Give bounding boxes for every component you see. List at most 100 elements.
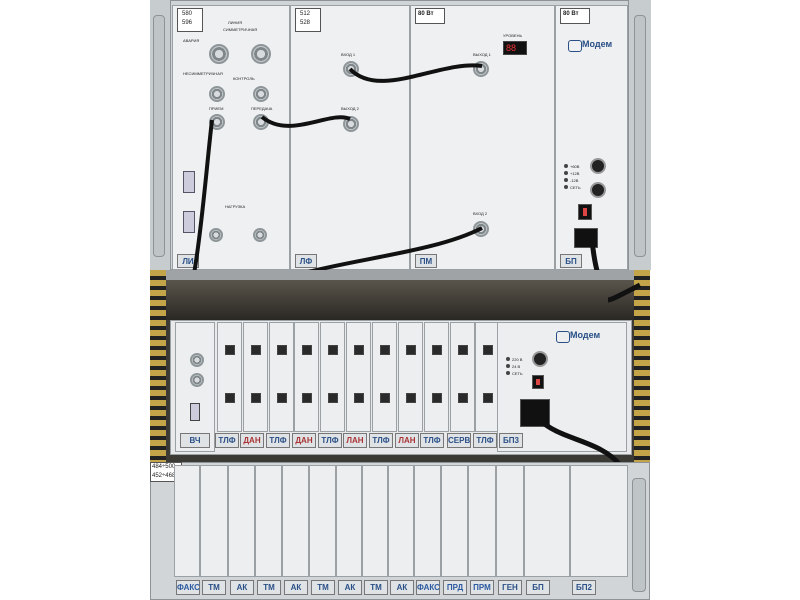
fuse-holder-1[interactable] xyxy=(590,158,606,174)
rj-port[interactable] xyxy=(406,393,416,403)
rj-port[interactable] xyxy=(225,393,235,403)
cable-li-to-lf xyxy=(260,115,351,128)
power-80vt-1: 80 Вт xyxy=(418,11,434,17)
power-box-1: 80 Вт xyxy=(415,8,445,24)
rj-port[interactable] xyxy=(458,345,468,355)
bottom-module xyxy=(282,465,309,577)
bottom-module xyxy=(441,465,468,577)
d-sub-port-2[interactable] xyxy=(183,211,195,233)
bottom-tab-label: ГЕН xyxy=(498,580,522,595)
freq-code-box-512: 512 528 xyxy=(295,8,321,32)
fuse-holder-2[interactable] xyxy=(590,182,606,198)
bottom-tab-label: ТМ xyxy=(257,580,281,595)
rj-port[interactable] xyxy=(458,393,468,403)
vch-dsub-port[interactable] xyxy=(190,403,200,421)
power-switch-mid-indicator xyxy=(536,379,540,385)
lf-panel: 512 528 ВХОД 1 ВЫХОД 2 ЛФ xyxy=(290,5,410,270)
psu-led-set xyxy=(564,185,568,189)
rj-port[interactable] xyxy=(432,393,442,403)
mid-tab-label: ЛАН xyxy=(343,433,367,448)
mid-rack-top-shelf xyxy=(166,270,634,280)
rj-port[interactable] xyxy=(432,345,442,355)
label-vyhod1: ВЫХОД 1 xyxy=(473,52,491,57)
bottom-tab-label: ТМ xyxy=(311,580,335,595)
bottom-tab-label: БП xyxy=(526,580,550,595)
line-connector-2[interactable] xyxy=(251,44,271,64)
mid-tab-label: СЕРВ xyxy=(447,433,471,448)
rj-port[interactable] xyxy=(406,345,416,355)
mid-psu-label-set: СЕТЬ xyxy=(512,371,523,376)
rj-port[interactable] xyxy=(380,345,390,355)
rj-port[interactable] xyxy=(251,345,261,355)
slot-label-lf: ЛФ xyxy=(295,254,317,268)
mid-module xyxy=(269,322,294,432)
bottom-tab-label: ПРМ xyxy=(470,580,494,595)
mid-module xyxy=(346,322,371,432)
rj-port[interactable] xyxy=(251,393,261,403)
code-484-500: 484÷500 xyxy=(152,464,176,470)
code-452-468: 452÷468 xyxy=(152,473,176,479)
mid-tab-label: ТЛФ xyxy=(369,433,393,448)
mid-rack-rail-right xyxy=(634,270,650,465)
rj-port[interactable] xyxy=(328,345,338,355)
top-rack-left-handle xyxy=(153,15,165,257)
power-switch-top[interactable] xyxy=(578,204,592,220)
d-sub-port-1[interactable] xyxy=(183,171,195,193)
label-linia: ЛИНИЯ xyxy=(228,20,243,25)
rj-port[interactable] xyxy=(302,393,312,403)
power-switch-mid[interactable] xyxy=(532,375,544,389)
mid-module xyxy=(424,322,449,432)
rj-port[interactable] xyxy=(302,345,312,355)
mid-rack-interior xyxy=(166,280,634,320)
rj-port[interactable] xyxy=(354,393,364,403)
bottom-module xyxy=(174,465,200,577)
mid-module xyxy=(372,322,397,432)
vch-connector-1[interactable] xyxy=(190,353,204,367)
psu-label-minus12v: -12В xyxy=(570,178,579,183)
label-uroven: УРОВЕНЬ xyxy=(503,33,523,38)
control-connector-1[interactable] xyxy=(209,86,225,102)
rj-port[interactable] xyxy=(225,345,235,355)
mid-psu-led-220 xyxy=(506,357,510,361)
mid-tab-label: ДАН xyxy=(240,433,264,448)
rj-port[interactable] xyxy=(354,345,364,355)
label-vhod2: ВХОД 2 xyxy=(473,211,488,216)
rj-port[interactable] xyxy=(483,393,493,403)
label-priem: ПРИЕМ xyxy=(209,106,224,111)
label-vyhod2: ВЫХОД 2 xyxy=(341,106,359,111)
control-connector-2[interactable] xyxy=(253,86,269,102)
brand-top: Модем xyxy=(582,39,613,49)
psu-label-12v: +12В xyxy=(570,171,580,176)
mid-psu-label-220: 220 В xyxy=(512,357,523,362)
load-connector-2[interactable] xyxy=(253,228,267,242)
bottom-tab-label: ПРД xyxy=(443,580,467,595)
rj-port[interactable] xyxy=(277,345,287,355)
load-connector-1[interactable] xyxy=(209,228,223,242)
bottom-module xyxy=(496,465,524,577)
bottom-module xyxy=(524,465,570,577)
rj-port[interactable] xyxy=(277,393,287,403)
cable-power-mid xyxy=(538,418,622,467)
mid-tab-label: ТЛФ xyxy=(318,433,342,448)
bottom-module xyxy=(388,465,414,577)
psu-label-60v: +60В xyxy=(570,164,580,169)
bottom-tab-label: ФАКС xyxy=(416,580,440,595)
bottom-module xyxy=(228,465,255,577)
bottom-module xyxy=(414,465,441,577)
modem-logo-mid xyxy=(556,331,570,343)
slot-label-pm: ПМ xyxy=(415,254,437,268)
cable-lf-to-pm xyxy=(348,63,483,83)
mid-psu: Модем 220 В 24 В СЕТЬ xyxy=(497,322,627,452)
code-528: 528 xyxy=(300,20,311,26)
mid-fuse-holder[interactable] xyxy=(532,351,548,367)
mid-tab-label: ТЛФ xyxy=(215,433,239,448)
vch-connector-2[interactable] xyxy=(190,373,204,387)
bottom-rack-right-handle xyxy=(632,478,646,592)
bottom-module xyxy=(570,465,628,577)
mid-tab-label: ТЛФ xyxy=(420,433,444,448)
label-nagruzka: НАГРУЗКА xyxy=(225,204,246,209)
line-connector-1[interactable] xyxy=(209,44,229,64)
rj-port[interactable] xyxy=(483,345,493,355)
rj-port[interactable] xyxy=(380,393,390,403)
rj-port[interactable] xyxy=(328,393,338,403)
